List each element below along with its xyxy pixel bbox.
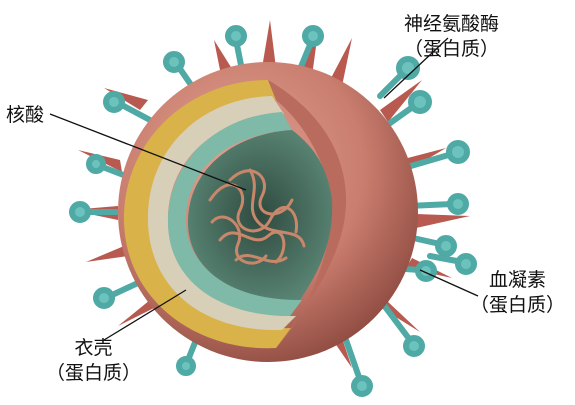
label-capsid: 衣壳 （蛋白质）	[46, 336, 141, 386]
label-neuraminidase-sub: （蛋白质）	[404, 37, 499, 62]
label-capsid-sub: （蛋白质）	[46, 361, 141, 386]
label-neuraminidase-name: 神经氨酸酶	[404, 12, 499, 37]
label-capsid-name: 衣壳	[46, 336, 141, 361]
label-nucleic-acid-name: 核酸	[6, 103, 44, 128]
label-neuraminidase: 神经氨酸酶 （蛋白质）	[404, 12, 499, 62]
label-hemagglutinin-sub: （蛋白质）	[470, 293, 565, 318]
label-hemagglutinin: 血凝素 （蛋白质）	[470, 268, 565, 318]
label-nucleic-acid: 核酸	[6, 103, 44, 128]
label-hemagglutinin-name: 血凝素	[470, 268, 565, 293]
